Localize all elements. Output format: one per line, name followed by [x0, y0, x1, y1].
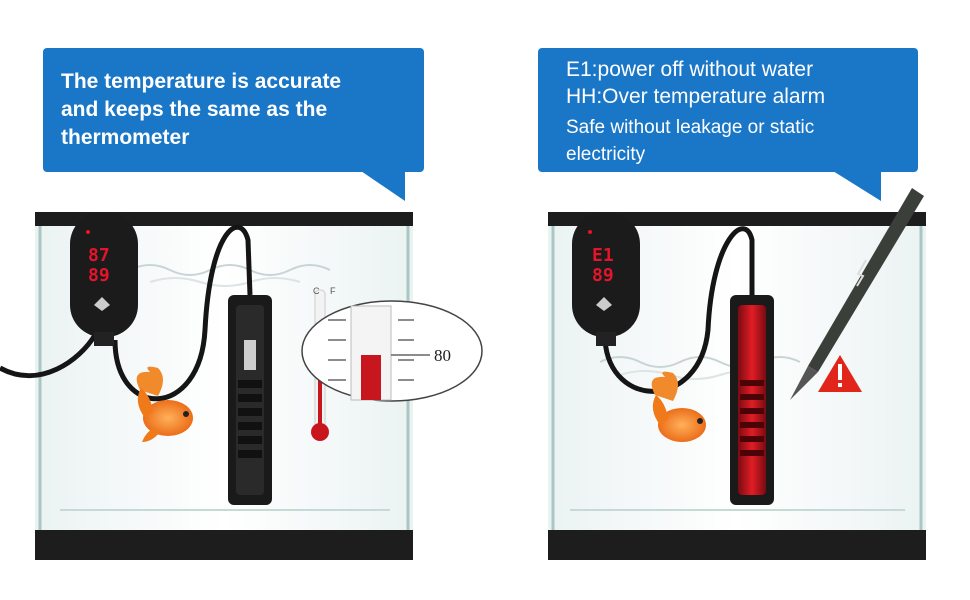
left-callout-line-2: and keeps the same as the [61, 98, 328, 121]
left-current-reading: 87 [88, 245, 110, 266]
left-fish-icon [136, 366, 193, 442]
error-code-e1: E1:power off without water [566, 58, 814, 81]
warning-icon [818, 355, 862, 392]
thermometer-unit-f: F [330, 286, 336, 296]
safety-line-2: electricity [566, 144, 646, 165]
right-current-reading: E1 [592, 245, 614, 266]
water-splash-icon [129, 264, 331, 276]
brand-logo-icon [94, 297, 110, 311]
left-callout: The temperature is accurate and keeps th… [43, 48, 424, 201]
left-callout-tail [361, 171, 405, 201]
thermometer-zoom-label: 80 [434, 346, 451, 365]
left-set-reading: 89 [88, 265, 110, 286]
left-controller: 87 89 [70, 212, 138, 346]
right-callout: E1:power off without water HH:Over tempe… [538, 48, 918, 201]
left-callout-line-1: The temperature is accurate [61, 70, 342, 93]
right-controller: E1 89 [572, 212, 640, 346]
thermometer: C F 80 [301, 286, 483, 441]
test-pen-icon [790, 188, 924, 400]
right-fish-icon [651, 371, 706, 442]
left-heater [228, 295, 272, 505]
safety-line-1: Safe without leakage or static [566, 117, 815, 138]
error-code-hh: HH:Over temperature alarm [566, 85, 826, 108]
right-heater [730, 295, 774, 505]
right-set-reading: 89 [592, 265, 614, 286]
right-callout-tail [833, 171, 881, 201]
brand-logo-icon [596, 297, 612, 311]
left-callout-line-3: thermometer [61, 126, 190, 149]
thermometer-unit-c: C [313, 286, 320, 296]
